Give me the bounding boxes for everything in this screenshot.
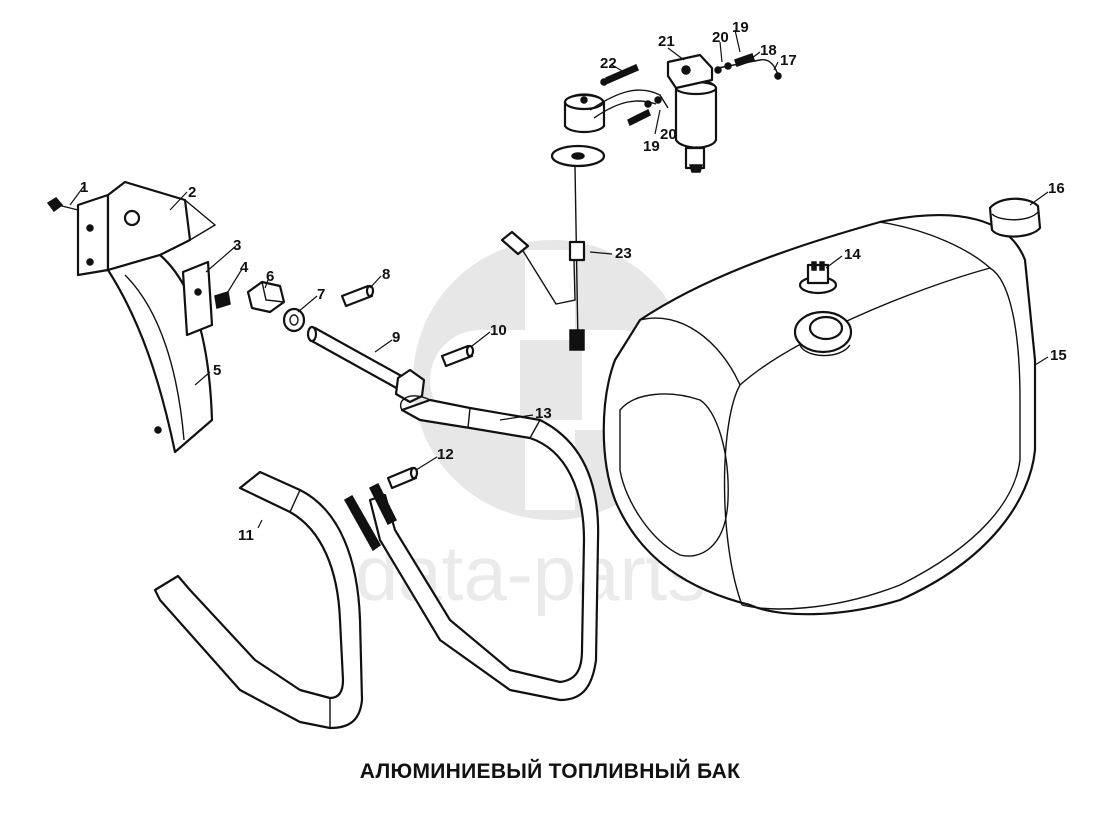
- callout-15: 15: [1050, 347, 1067, 364]
- part-15-tank: [602, 214, 1037, 616]
- part-16-cap: [988, 197, 1042, 238]
- diagram-caption: АЛЮМИНИЕВЫЙ ТОПЛИВНЫЙ БАК: [359, 760, 741, 783]
- callout-18: 18: [760, 42, 777, 59]
- part-1-bolt: [46, 197, 79, 213]
- part-14-sender-port: [798, 261, 838, 295]
- callout-7: 7: [317, 286, 325, 303]
- filter-assembly: [600, 53, 782, 173]
- callout-23: 23: [615, 245, 632, 262]
- part-10-sleeve: [440, 344, 475, 368]
- callout-3: 3: [233, 237, 241, 254]
- part-23-level-sender: [500, 89, 669, 351]
- callout-6: 6: [266, 268, 274, 285]
- callout-2: 2: [188, 184, 196, 201]
- callout-17: 17: [780, 52, 797, 69]
- callout-19-top: 19: [732, 19, 749, 36]
- callout-14: 14: [844, 246, 861, 263]
- callout-16: 16: [1048, 180, 1065, 197]
- callout-10: 10: [490, 322, 507, 339]
- part-12-sleeve: [386, 466, 419, 490]
- callout-5: 5: [213, 362, 221, 379]
- callout-22: 22: [600, 55, 617, 72]
- callout-12: 12: [437, 446, 454, 463]
- callout-labels: 1 2 3 4 5 6 7 8 9 10 11 12 13 14 15 16 1…: [80, 19, 1067, 544]
- part-8-sleeve: [340, 284, 375, 308]
- callout-4: 4: [240, 259, 249, 276]
- callout-19-bottom: 19: [643, 138, 660, 155]
- callout-21: 21: [658, 33, 675, 50]
- callout-1: 1: [80, 179, 88, 196]
- leader-lines: [69, 29, 1049, 529]
- callout-8: 8: [382, 266, 390, 283]
- filler-neck: [793, 310, 853, 357]
- callout-20-bottom: 20: [660, 126, 677, 143]
- callout-20-top: 20: [712, 29, 729, 46]
- part-13-strap: [343, 395, 600, 702]
- callout-9: 9: [392, 329, 400, 346]
- callout-11: 11: [238, 527, 254, 544]
- callout-13: 13: [535, 405, 552, 422]
- part-7-washer: [282, 307, 306, 333]
- part-3-plate: [181, 260, 214, 337]
- part-9-long-bolt: [306, 325, 426, 404]
- part-6-nut: [246, 280, 286, 314]
- part-11-strap: [153, 470, 364, 730]
- part-4-nut: [214, 291, 231, 309]
